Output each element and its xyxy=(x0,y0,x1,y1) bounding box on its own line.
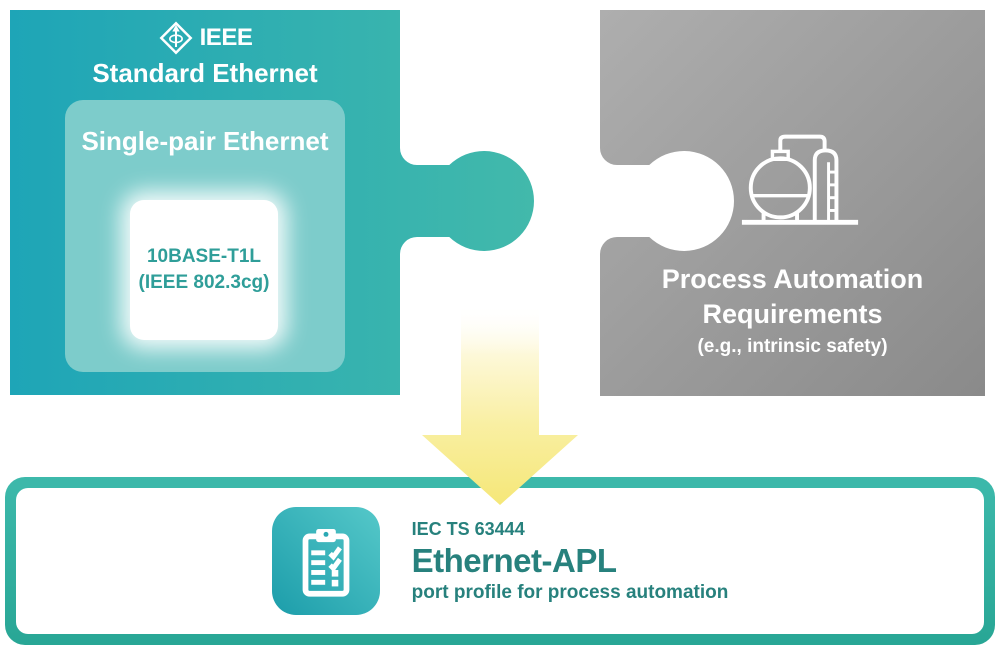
process-automation-line1: Process Automation xyxy=(661,264,924,294)
iec-ts-label: IEC TS 63444 xyxy=(411,518,525,539)
result-bar-inner: IEC TS 63444 Ethernet-APL port profile f… xyxy=(16,488,984,634)
gray-puzzle-piece xyxy=(600,10,985,396)
result-bar: IEC TS 63444 Ethernet-APL port profile f… xyxy=(5,477,995,645)
ethernet-apl-title: Ethernet-APL xyxy=(411,541,617,579)
standard-ethernet-title: Standard Ethernet xyxy=(92,58,318,88)
intrinsic-safety-subtitle: (e.g., intrinsic safety) xyxy=(697,336,888,357)
down-arrow-icon xyxy=(422,305,578,505)
10base-t1l-card: 10BASE-T1L (IEEE 802.3cg) xyxy=(130,200,278,340)
process-automation-title: Process Automation Requirements xyxy=(600,262,985,332)
checklist-tile xyxy=(271,507,380,615)
result-bar-text: IEC TS 63444 Ethernet-APL port profile f… xyxy=(412,519,729,604)
single-pair-ethernet-title: Single-pair Ethernet xyxy=(81,126,329,156)
ieee-brand-row: IEEE xyxy=(10,20,400,56)
process-automation-line2: Requirements xyxy=(702,299,883,330)
port-profile-subtitle: port profile for process automation xyxy=(411,581,729,603)
process-plant-icon xyxy=(741,134,859,225)
card-line1: 10BASE-T1L xyxy=(146,246,262,268)
ieee-brand-label: IEEE xyxy=(199,24,253,51)
card-line2: (IEEE 802.3cg) xyxy=(138,272,270,293)
ieee-logo-icon xyxy=(159,21,193,55)
checklist-clipboard-icon xyxy=(302,529,350,597)
